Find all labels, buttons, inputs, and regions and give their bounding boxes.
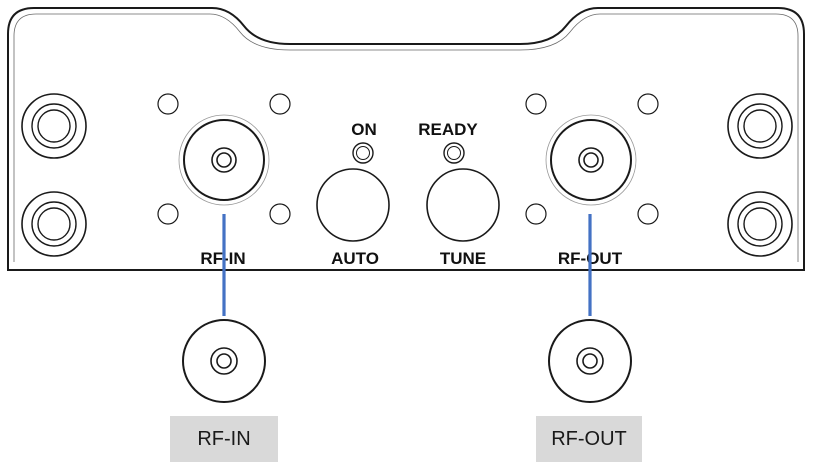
rf-in-callout: RF-IN xyxy=(170,416,278,462)
flange-hole xyxy=(637,203,659,225)
panel-outline xyxy=(7,7,805,271)
indicator-led-icon xyxy=(352,142,374,164)
mounting-screw-icon xyxy=(727,93,793,159)
mounting-screw-icon xyxy=(727,191,793,257)
label-on: ON xyxy=(351,120,377,139)
mounting-screw-icon xyxy=(21,191,87,257)
label-ready: READY xyxy=(418,120,478,139)
rf-in-detail-connector-icon xyxy=(182,319,266,403)
auto-push-button-icon xyxy=(316,168,390,242)
flange-hole xyxy=(269,203,291,225)
flange-hole xyxy=(157,93,179,115)
flange-hole xyxy=(525,203,547,225)
rf-out-callout-label: RF-OUT xyxy=(551,427,627,450)
flange-hole xyxy=(525,93,547,115)
rf-in-callout-label: RF-IN xyxy=(197,427,251,450)
flange-hole xyxy=(269,93,291,115)
rf-out-connector-icon xyxy=(545,114,637,206)
label-auto: AUTO xyxy=(331,249,379,268)
tune-push-button-icon xyxy=(426,168,500,242)
flange-hole xyxy=(157,203,179,225)
indicator-led-icon xyxy=(443,142,465,164)
rf-out-callout: RF-OUT xyxy=(536,416,642,462)
mounting-screw-icon xyxy=(21,93,87,159)
rf-in-connector-icon xyxy=(178,114,270,206)
label-tune: TUNE xyxy=(440,249,486,268)
rf-out-detail-connector-icon xyxy=(548,319,632,403)
flange-hole xyxy=(637,93,659,115)
panel-inner-edge xyxy=(13,13,799,262)
